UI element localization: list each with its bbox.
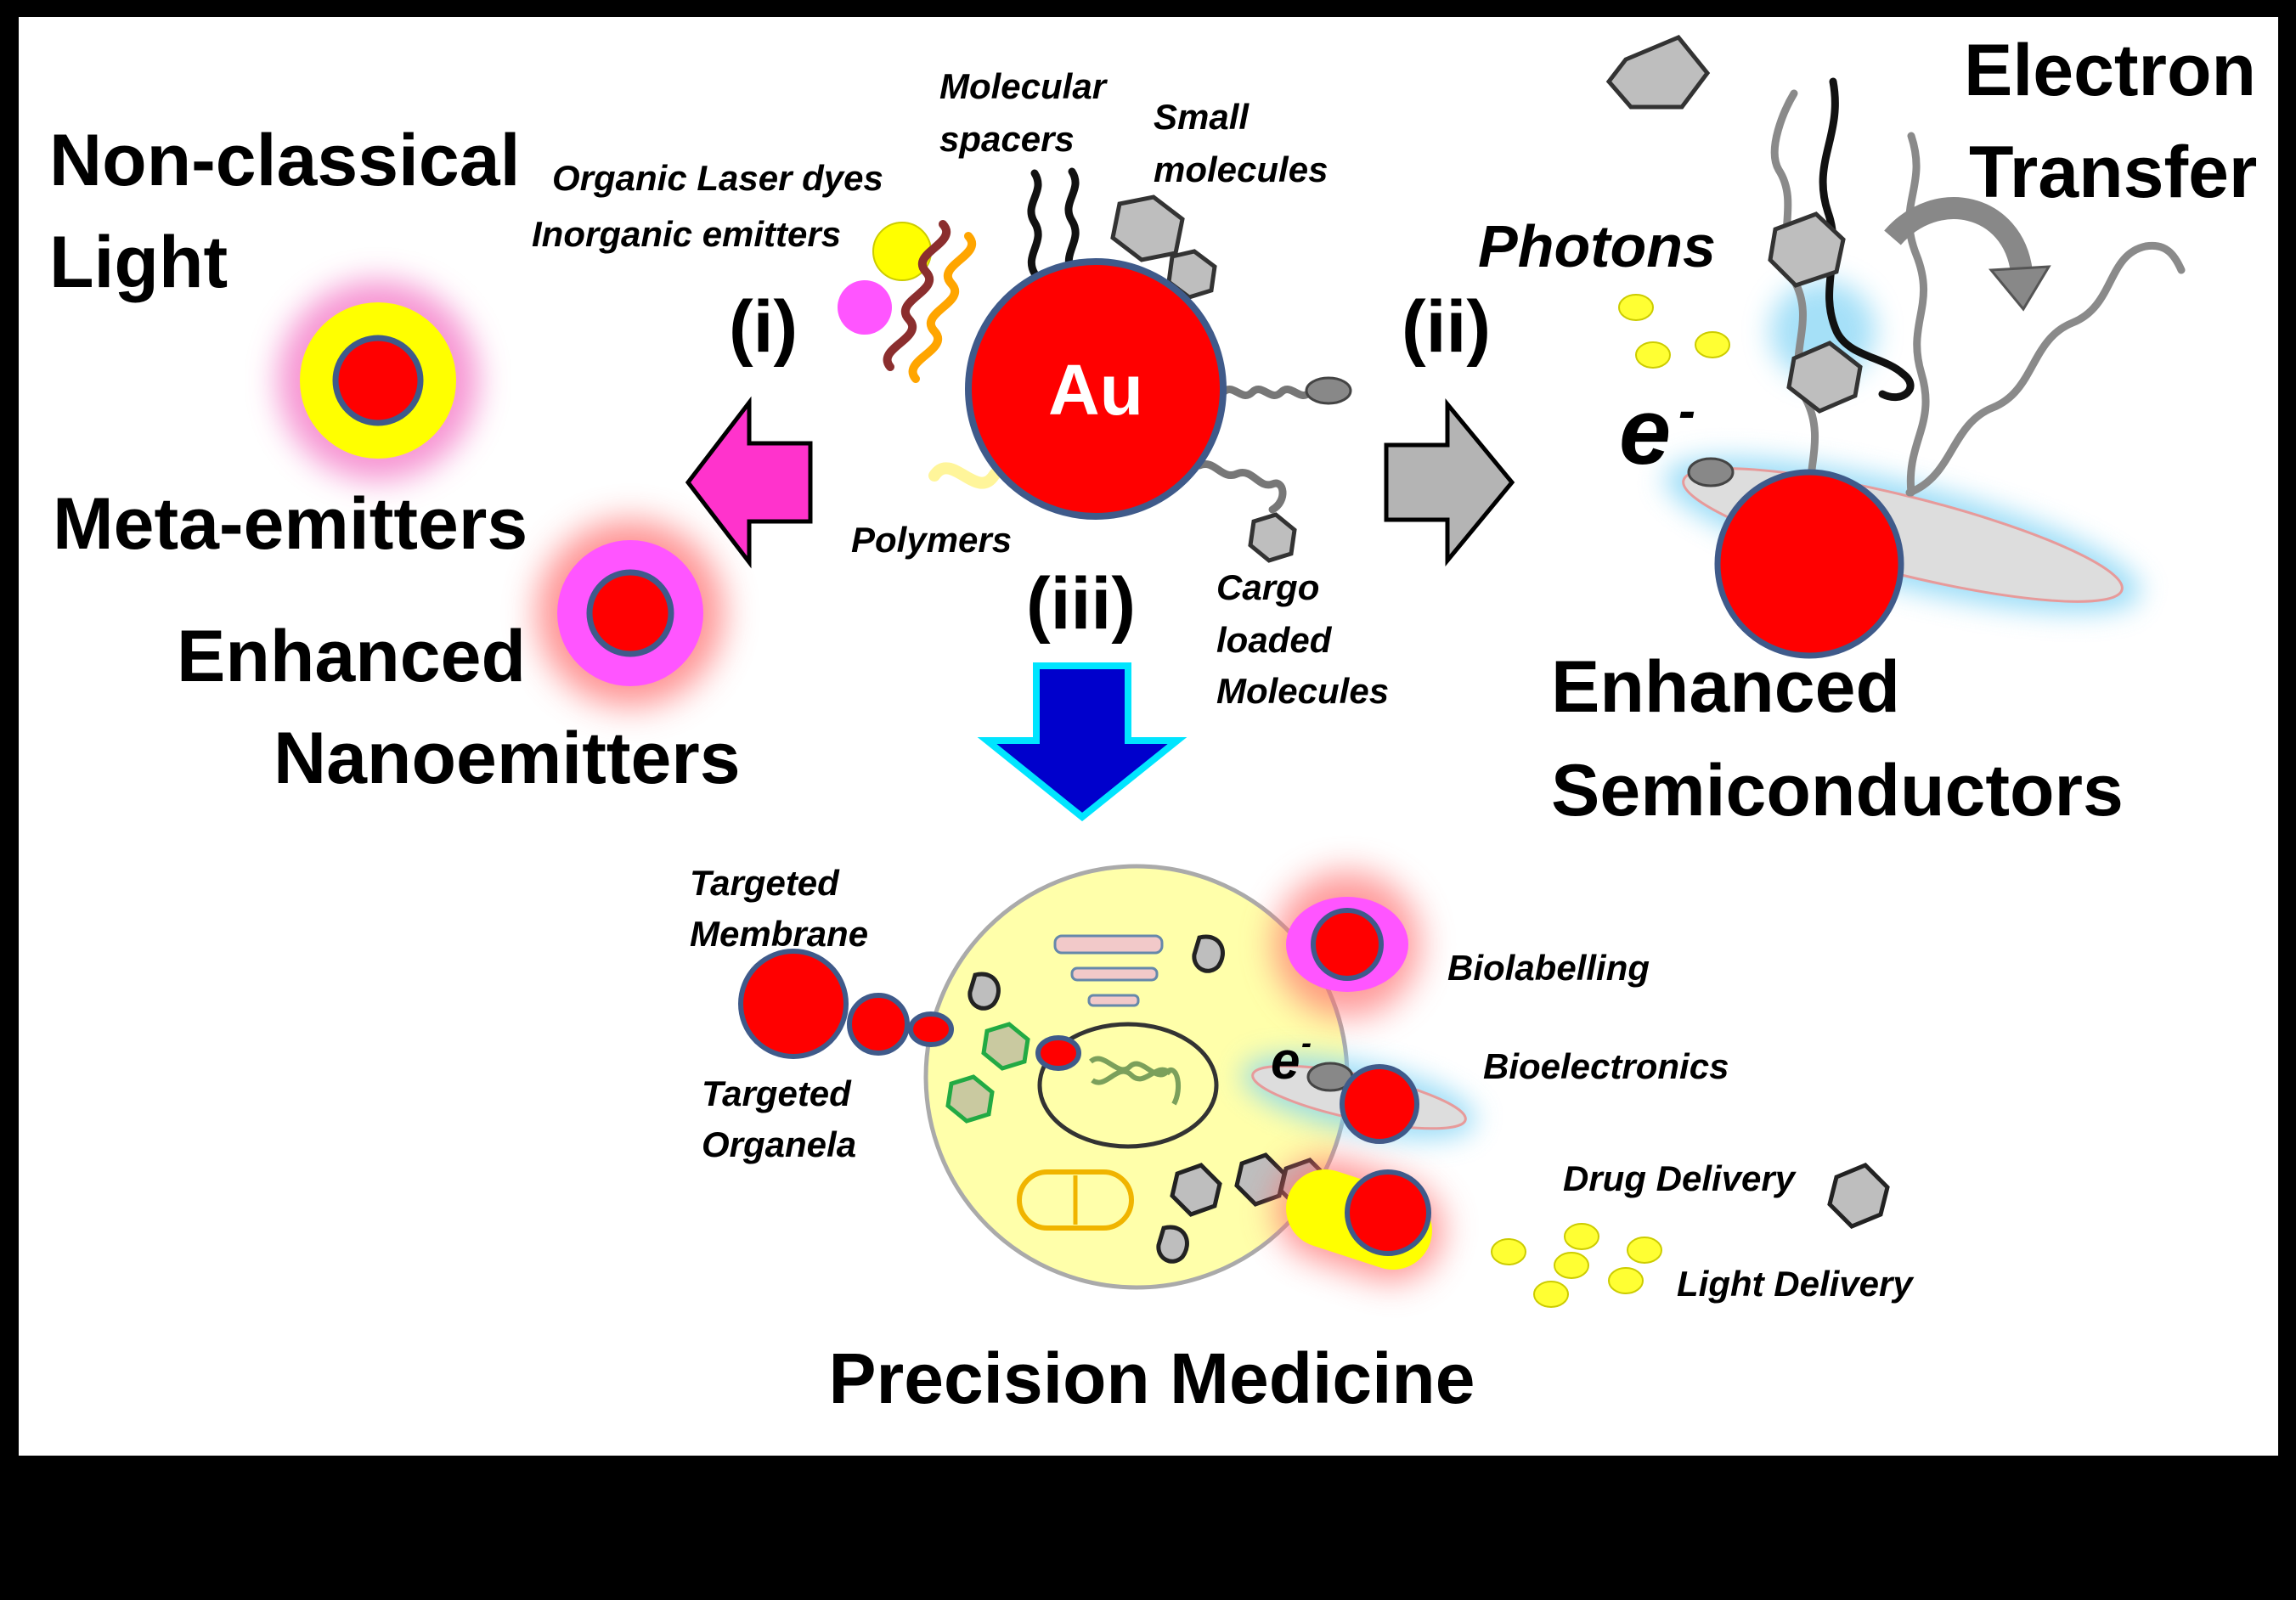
- hex-top: [1605, 34, 1711, 110]
- label-transfer: Transfer: [1969, 132, 2257, 213]
- label-organic-laser-dyes: Organic Laser dyes: [552, 158, 883, 198]
- label-photons: Photons: [1478, 213, 1716, 279]
- dna-strand: [1091, 1067, 1173, 1085]
- label-light: Light: [49, 222, 228, 303]
- label-cargo-molecules: Molecules: [1216, 671, 1389, 711]
- electron-transfer-arrow-body: [1884, 197, 2033, 274]
- label-molecular: Molecular: [939, 66, 1109, 106]
- inorganic-emitter-magenta: [838, 280, 892, 335]
- membrane-np-large: [738, 949, 849, 1059]
- gray-ligand-1: [1770, 89, 1819, 531]
- gray-ligand-end: [1305, 376, 1352, 405]
- gray-ligand-3: [1905, 241, 2186, 497]
- bioelectronics-np: [1242, 1056, 1476, 1144]
- label-loaded: loaded: [1216, 620, 1333, 660]
- label-drug-delivery: Drug Delivery: [1563, 1158, 1797, 1198]
- photon-dot: [1627, 1237, 1662, 1264]
- gray-hex: [1170, 1163, 1222, 1217]
- label-polymers: Polymers: [851, 520, 1012, 560]
- hex-mid: [1768, 211, 1846, 288]
- photon-dot: [1635, 341, 1671, 369]
- semiconductor-np: [1714, 469, 1904, 659]
- green-hex: [981, 1022, 1030, 1071]
- label-non-classical: Non-classical: [49, 120, 520, 201]
- label-route-i: (i): [729, 286, 798, 368]
- arrow-i: [685, 396, 813, 569]
- enhanced-nanoemitter: [537, 520, 724, 707]
- mitochondrion: [1017, 1169, 1134, 1231]
- green-hex: [945, 1074, 995, 1124]
- dna-strand: [1089, 1056, 1182, 1106]
- photon-dot: [1491, 1238, 1526, 1265]
- organelle-np: [1035, 1035, 1081, 1071]
- label-membrane: Membrane: [690, 914, 868, 954]
- label-semiconductors: Semiconductors: [1551, 750, 2124, 831]
- arrow-ii: [1384, 398, 1515, 566]
- golgi: [1070, 966, 1159, 982]
- label-biolabelling: Biolabelling: [1447, 948, 1650, 988]
- label-route-iii: (iii): [1026, 563, 1136, 645]
- drop-shape: [1156, 1225, 1189, 1264]
- label-precision-medicine: Precision Medicine: [829, 1338, 1475, 1418]
- photon-dot: [1618, 294, 1654, 321]
- label-small: Small: [1154, 97, 1250, 137]
- laser-dye-orange: [908, 232, 976, 383]
- cargo-ligand: [1195, 460, 1287, 514]
- photon-dot: [1554, 1252, 1589, 1279]
- gray-ligand-2: [1905, 132, 1930, 497]
- label-route-ii: (ii): [1402, 286, 1491, 368]
- label-targeted-organela-1: Targeted: [702, 1073, 852, 1113]
- label-inorganic-emitters: Inorganic emitters: [532, 214, 841, 254]
- label-cargo: Cargo: [1216, 567, 1319, 607]
- black-ligand: [1819, 77, 1915, 402]
- label-electron: Electron: [1964, 30, 2256, 111]
- label-electron-superscript: -: [1678, 382, 1695, 439]
- label-enhanced-left: Enhanced: [177, 616, 526, 697]
- nucleus: [1037, 1022, 1219, 1149]
- cargo-hex: [1248, 512, 1297, 563]
- golgi: [1053, 934, 1164, 955]
- gray-ligand-right: [1219, 386, 1314, 399]
- label-light-delivery: Light Delivery: [1677, 1264, 1915, 1304]
- label-electron-symbol: e: [1619, 380, 1671, 484]
- spacer-ligand-2: [1064, 167, 1080, 276]
- label-enhanced-right: Enhanced: [1551, 646, 1900, 728]
- golgi: [1087, 994, 1140, 1007]
- photon-dot: [1608, 1267, 1644, 1294]
- photon-dot: [1695, 331, 1730, 358]
- au-nanoparticle: [965, 258, 1227, 520]
- membrane-np-small: [908, 1011, 954, 1047]
- arrow-iii: [977, 662, 1187, 822]
- label-spacers: spacers: [939, 119, 1075, 159]
- label-small-electron-superscript: -: [1301, 1025, 1312, 1060]
- electron-transfer-arrow-head: [1988, 265, 2051, 312]
- label-bioelectronics: Bioelectronics: [1483, 1046, 1729, 1086]
- label-targeted-membrane-1: Targeted: [690, 863, 840, 903]
- membrane-np-medium: [847, 993, 910, 1056]
- drop-shape: [1192, 934, 1225, 973]
- delivery-np: [1275, 1158, 1443, 1282]
- label-meta-emitters: Meta-emitters: [53, 483, 527, 565]
- label-small-electron: e: [1271, 1032, 1300, 1090]
- drug-hex: [1827, 1163, 1890, 1229]
- spacer-ligand-1: [1027, 169, 1042, 278]
- label-au: Au: [1048, 350, 1143, 430]
- biolabelling-np: [1274, 871, 1420, 1017]
- photon-dot: [1564, 1223, 1599, 1250]
- label-nanoemitters: Nanoemitters: [274, 718, 741, 799]
- laser-dye-brown: [883, 220, 951, 371]
- label-organela: Organela: [702, 1124, 856, 1164]
- electron-dot: [1687, 457, 1735, 487]
- non-classical-emitter: [278, 280, 478, 481]
- label-molecules: molecules: [1154, 149, 1328, 189]
- small-molecule-hex-1: [1110, 194, 1185, 262]
- hex-low: [1786, 341, 1863, 414]
- photon-dot: [1533, 1281, 1569, 1308]
- drop-shape: [967, 972, 1001, 1011]
